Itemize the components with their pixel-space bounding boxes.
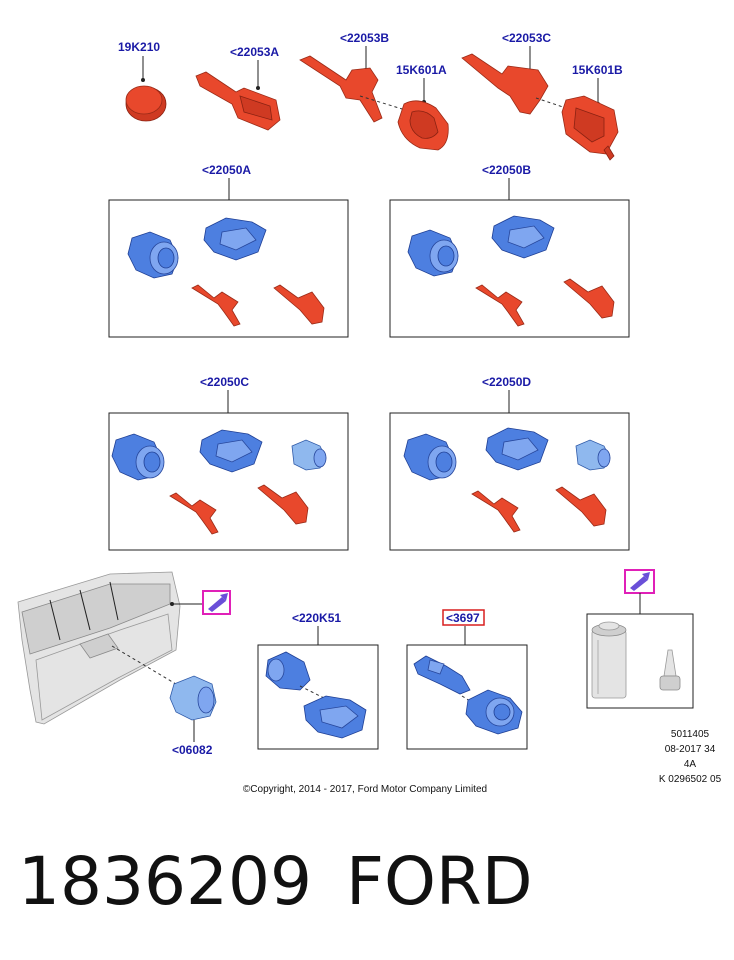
label-22050a[interactable]: <22050A [202, 163, 251, 177]
kit-3697[interactable]: <3697 [406, 609, 528, 750]
info-line-1: 5011405 [671, 729, 710, 740]
label-15k601a[interactable]: 15K601A [396, 63, 447, 77]
info-block: 5011405 08-2017 34 4A K 0296502 05 [659, 729, 722, 785]
part-number: 1836209 [18, 843, 312, 920]
brand-name: FORD [346, 843, 533, 920]
label-22050c[interactable]: <22050C [200, 375, 249, 389]
part-15k601b[interactable]: 15K601B [561, 63, 623, 161]
label-22053b[interactable]: <22053B [340, 31, 389, 45]
kit-22050b[interactable]: <22050B [389, 163, 630, 338]
part-06082[interactable]: <06082 [169, 675, 217, 757]
label-3697[interactable]: <3697 [446, 611, 480, 625]
copyright-text: ©Copyright, 2014 - 2017, Ford Motor Comp… [243, 784, 487, 795]
label-220k51[interactable]: <220K51 [292, 611, 341, 625]
info-line-4: K 0296502 05 [659, 774, 722, 785]
label-22053c[interactable]: <22053C [502, 31, 551, 45]
part-22053c[interactable]: <22053C [461, 31, 573, 115]
label-06082[interactable]: <06082 [172, 743, 213, 757]
info-line-3: 4A [684, 759, 697, 770]
part-22053a[interactable]: <22053A [195, 45, 281, 131]
kit-22050c[interactable]: <22050C [108, 375, 349, 551]
label-22053a[interactable]: <22053A [230, 45, 279, 59]
part-15k601a[interactable]: 15K601A [396, 63, 449, 151]
kit-22050d[interactable]: <22050D [389, 375, 630, 551]
lubricant-kit[interactable] [586, 569, 694, 709]
glove-box[interactable] [17, 571, 202, 725]
pencil-arrow-icon[interactable] [630, 572, 650, 591]
label-15k601b[interactable]: 15K601B [572, 63, 623, 77]
part-22053b[interactable]: <22053B [299, 31, 413, 123]
pencil-arrow-icon[interactable] [202, 590, 231, 615]
kit-22050a[interactable]: <22050A [108, 163, 349, 338]
part-19k210[interactable]: 19K210 [118, 40, 167, 122]
label-22050d[interactable]: <22050D [482, 375, 531, 389]
info-line-2: 08-2017 34 [665, 744, 716, 755]
label-22050b[interactable]: <22050B [482, 163, 531, 177]
kit-220k51[interactable]: <220K51 [257, 611, 379, 750]
label-19k210[interactable]: 19K210 [118, 40, 160, 54]
